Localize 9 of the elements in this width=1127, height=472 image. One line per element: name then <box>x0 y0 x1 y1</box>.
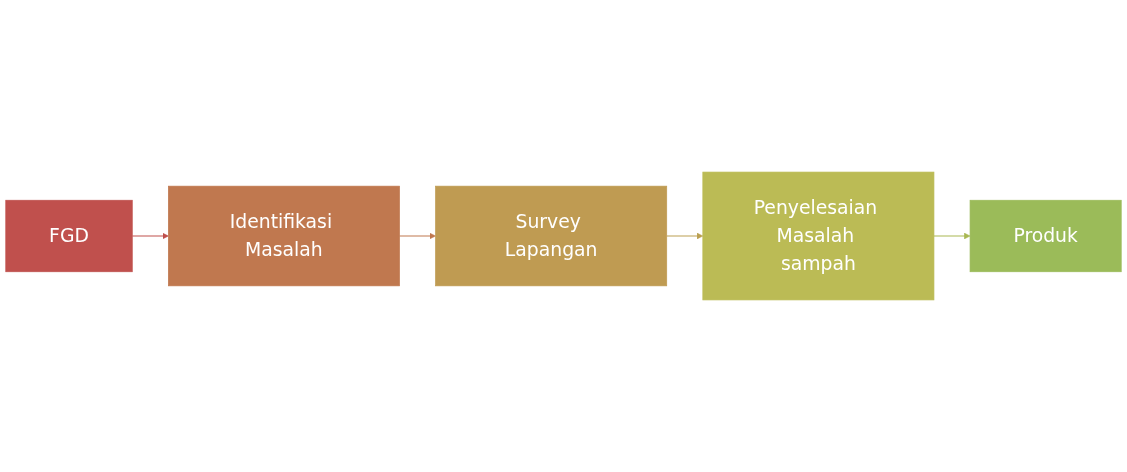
node-box: FGD <box>5 199 133 273</box>
node-box: Survey Lapangan <box>435 185 668 287</box>
arrow <box>131 232 169 240</box>
node-box: Identifikasi Masalah <box>168 185 400 287</box>
node-box: Penyelesaian Masalah sampah <box>702 171 935 301</box>
arrow <box>933 232 971 240</box>
node-box: Produk <box>969 199 1122 273</box>
arrow <box>666 232 704 240</box>
arrow <box>398 232 436 240</box>
